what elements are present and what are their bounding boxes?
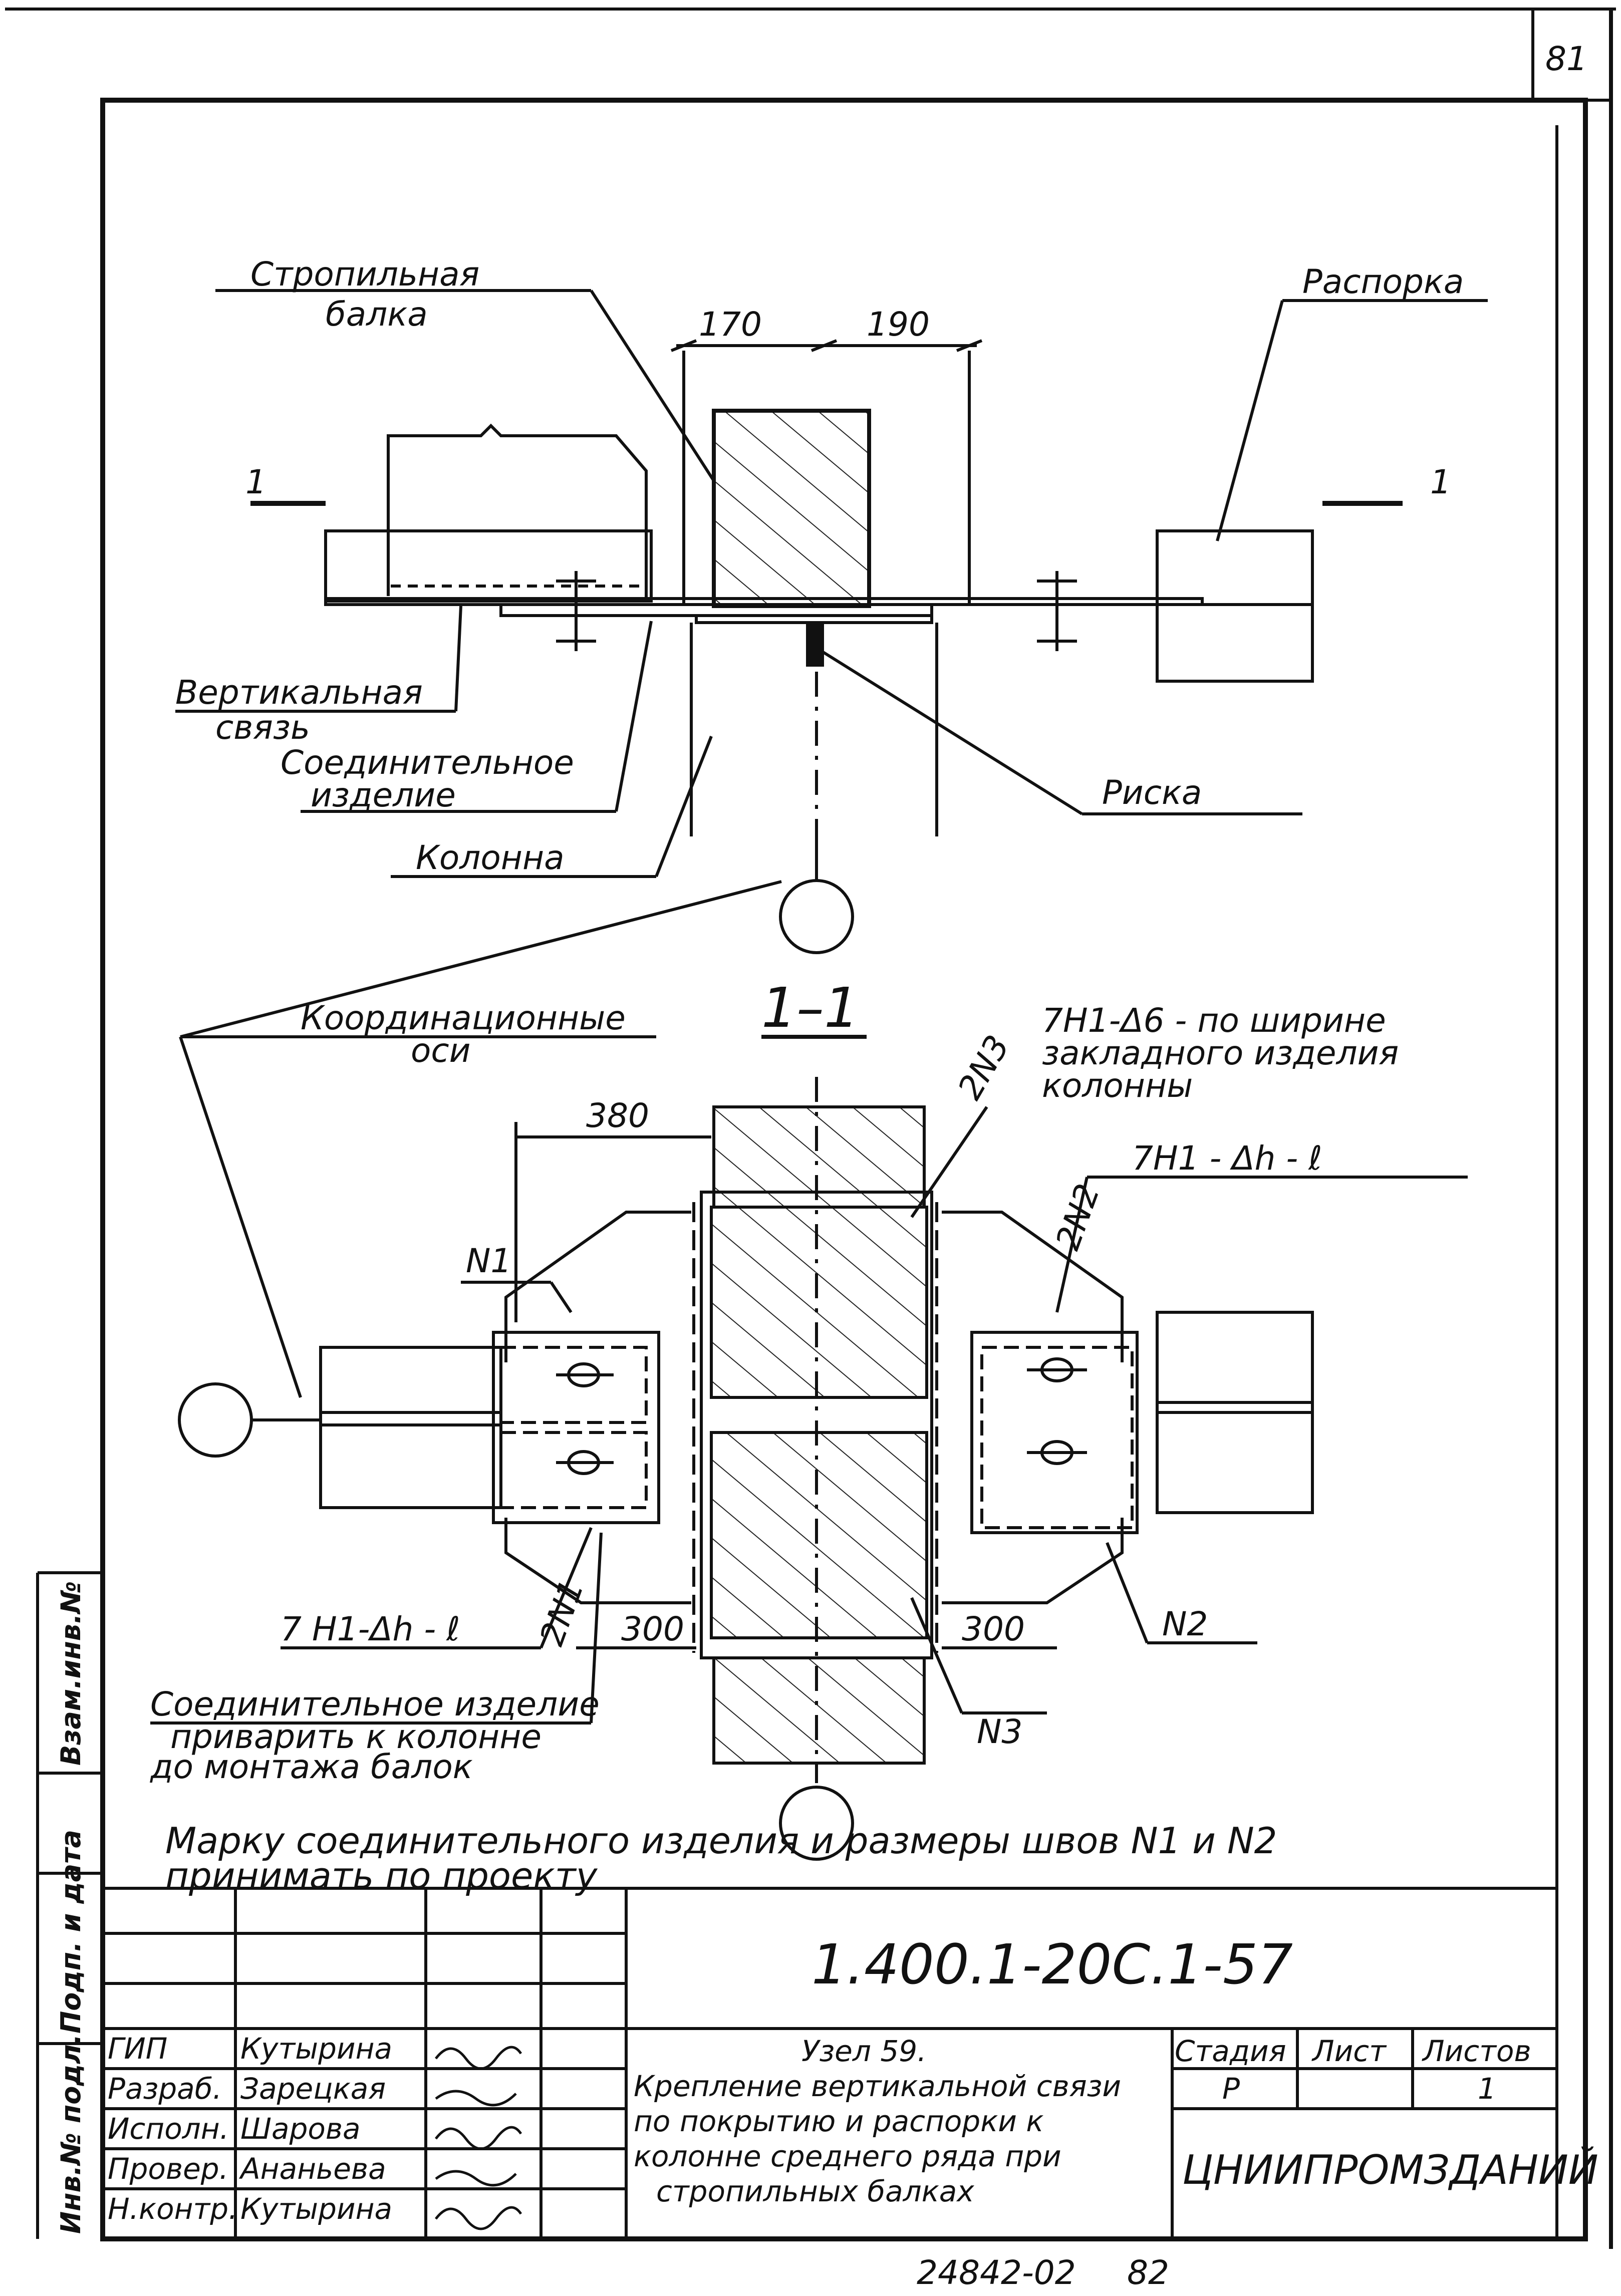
section-mark-right: 1	[1430, 463, 1451, 501]
n1-label: N1	[466, 1242, 511, 1280]
section-mark-left: 1	[245, 463, 266, 501]
name-2: Шарова	[240, 2112, 361, 2146]
dim-300-left: 300	[621, 1610, 684, 1648]
role-prover: Провер.	[108, 2152, 228, 2186]
column-label: Колонна	[416, 838, 565, 877]
designation: 1.400.1-20С.1-57	[812, 1932, 1293, 1996]
sheet-frame	[5, 8, 1616, 2249]
drawing-title-5: стропильных балках	[656, 2174, 974, 2208]
drawing-title-4: колонне среднего ряда при	[634, 2139, 1061, 2173]
bottom-number: 82	[1127, 2253, 1169, 2292]
top-view	[175, 289, 1488, 954]
n3-label: N3	[977, 1712, 1022, 1751]
weld-left-label: 7 Н1-Δh - ℓ	[281, 1610, 460, 1648]
name-1: Зарецкая	[240, 2072, 386, 2106]
section-title: 1–1	[761, 976, 859, 1040]
sheets-value: 1	[1478, 2072, 1496, 2106]
drawing-title-3: по покрытию и распорки к	[634, 2104, 1043, 2138]
drawing-title-2: Крепление вертикальной связи	[634, 2069, 1121, 2103]
n2-label: N2	[1162, 1605, 1208, 1643]
vertical-brace-label: Вертикальная	[175, 673, 423, 712]
organization: ЦНИИПРОМЗДАНИЙ	[1182, 2146, 1598, 2193]
name-0: Кутырина	[240, 2032, 392, 2066]
title-block	[103, 1887, 1557, 2239]
strut-label: Распорка	[1302, 262, 1464, 301]
connector-note-line2: приварить к колонне	[170, 1717, 542, 1756]
signatures	[435, 2046, 522, 2230]
page-number: 81	[1545, 40, 1587, 78]
side-stamp-inv: Инв.№ подл.	[55, 2034, 87, 2234]
dim-190: 190	[867, 305, 930, 344]
rafter-beam-label-2: балка	[326, 295, 428, 334]
weld-note-line3: колонны	[1042, 1066, 1193, 1105]
name-3: Ананьева	[238, 2152, 386, 2186]
name-4: Кутырина	[240, 2192, 392, 2226]
dim-380: 380	[586, 1096, 649, 1135]
weld-note-line1: 7Н1-Δ6 - по ширине	[1042, 1001, 1386, 1040]
role-ispoln: Исполн.	[108, 2112, 229, 2146]
role-nkontr: Н.контр.	[108, 2192, 238, 2226]
dim-170: 170	[699, 305, 762, 344]
side-stamp	[36, 1571, 103, 2239]
connector-note-line1: Соединительное изделие	[150, 1685, 600, 1724]
weld-right-label: 7Н1 - Δh - ℓ	[1132, 1139, 1322, 1178]
w2n1-label: 2N1	[532, 1575, 592, 1651]
coord-axes-label-2: оси	[411, 1031, 471, 1070]
drawing-title-1: Узел 59.	[801, 2034, 927, 2068]
bottom-code: 24842-02	[917, 2253, 1076, 2292]
stage-label: Стадия	[1175, 2034, 1286, 2068]
stage-value: Р	[1222, 2072, 1240, 2106]
weld-note-line2: закладного изделия	[1042, 1034, 1399, 1072]
w2n3-label: 2N3	[950, 1029, 1017, 1106]
general-note-line1: Марку соединительного изделия и размеры …	[165, 1820, 1277, 1862]
coord-axes-label: Координационные	[301, 999, 626, 1037]
side-stamp-vzam: Взам.инв.№	[55, 1581, 87, 1766]
mark-label: Риска	[1102, 773, 1202, 812]
connector-label-2: изделие	[311, 776, 456, 814]
general-note-line2: принимать по проекту	[165, 1855, 598, 1897]
w2n2-label: 2N2	[1048, 1179, 1108, 1255]
sheets-label: Листов	[1422, 2034, 1531, 2068]
rafter-beam-label: Стропильная	[250, 255, 479, 294]
section-1-1	[150, 880, 1468, 1861]
role-razrab: Разраб.	[108, 2072, 222, 2106]
connector-label: Соединительное	[281, 743, 574, 782]
side-stamp-sign-date: Подп. и дата	[55, 1830, 87, 2034]
dim-300-right: 300	[962, 1610, 1025, 1648]
role-gip: ГИП	[108, 2032, 167, 2066]
vertical-brace-label-2: связь	[215, 708, 310, 747]
sheet-label: Лист	[1311, 2034, 1387, 2068]
connector-note-line3: до монтажа балок	[150, 1748, 473, 1786]
